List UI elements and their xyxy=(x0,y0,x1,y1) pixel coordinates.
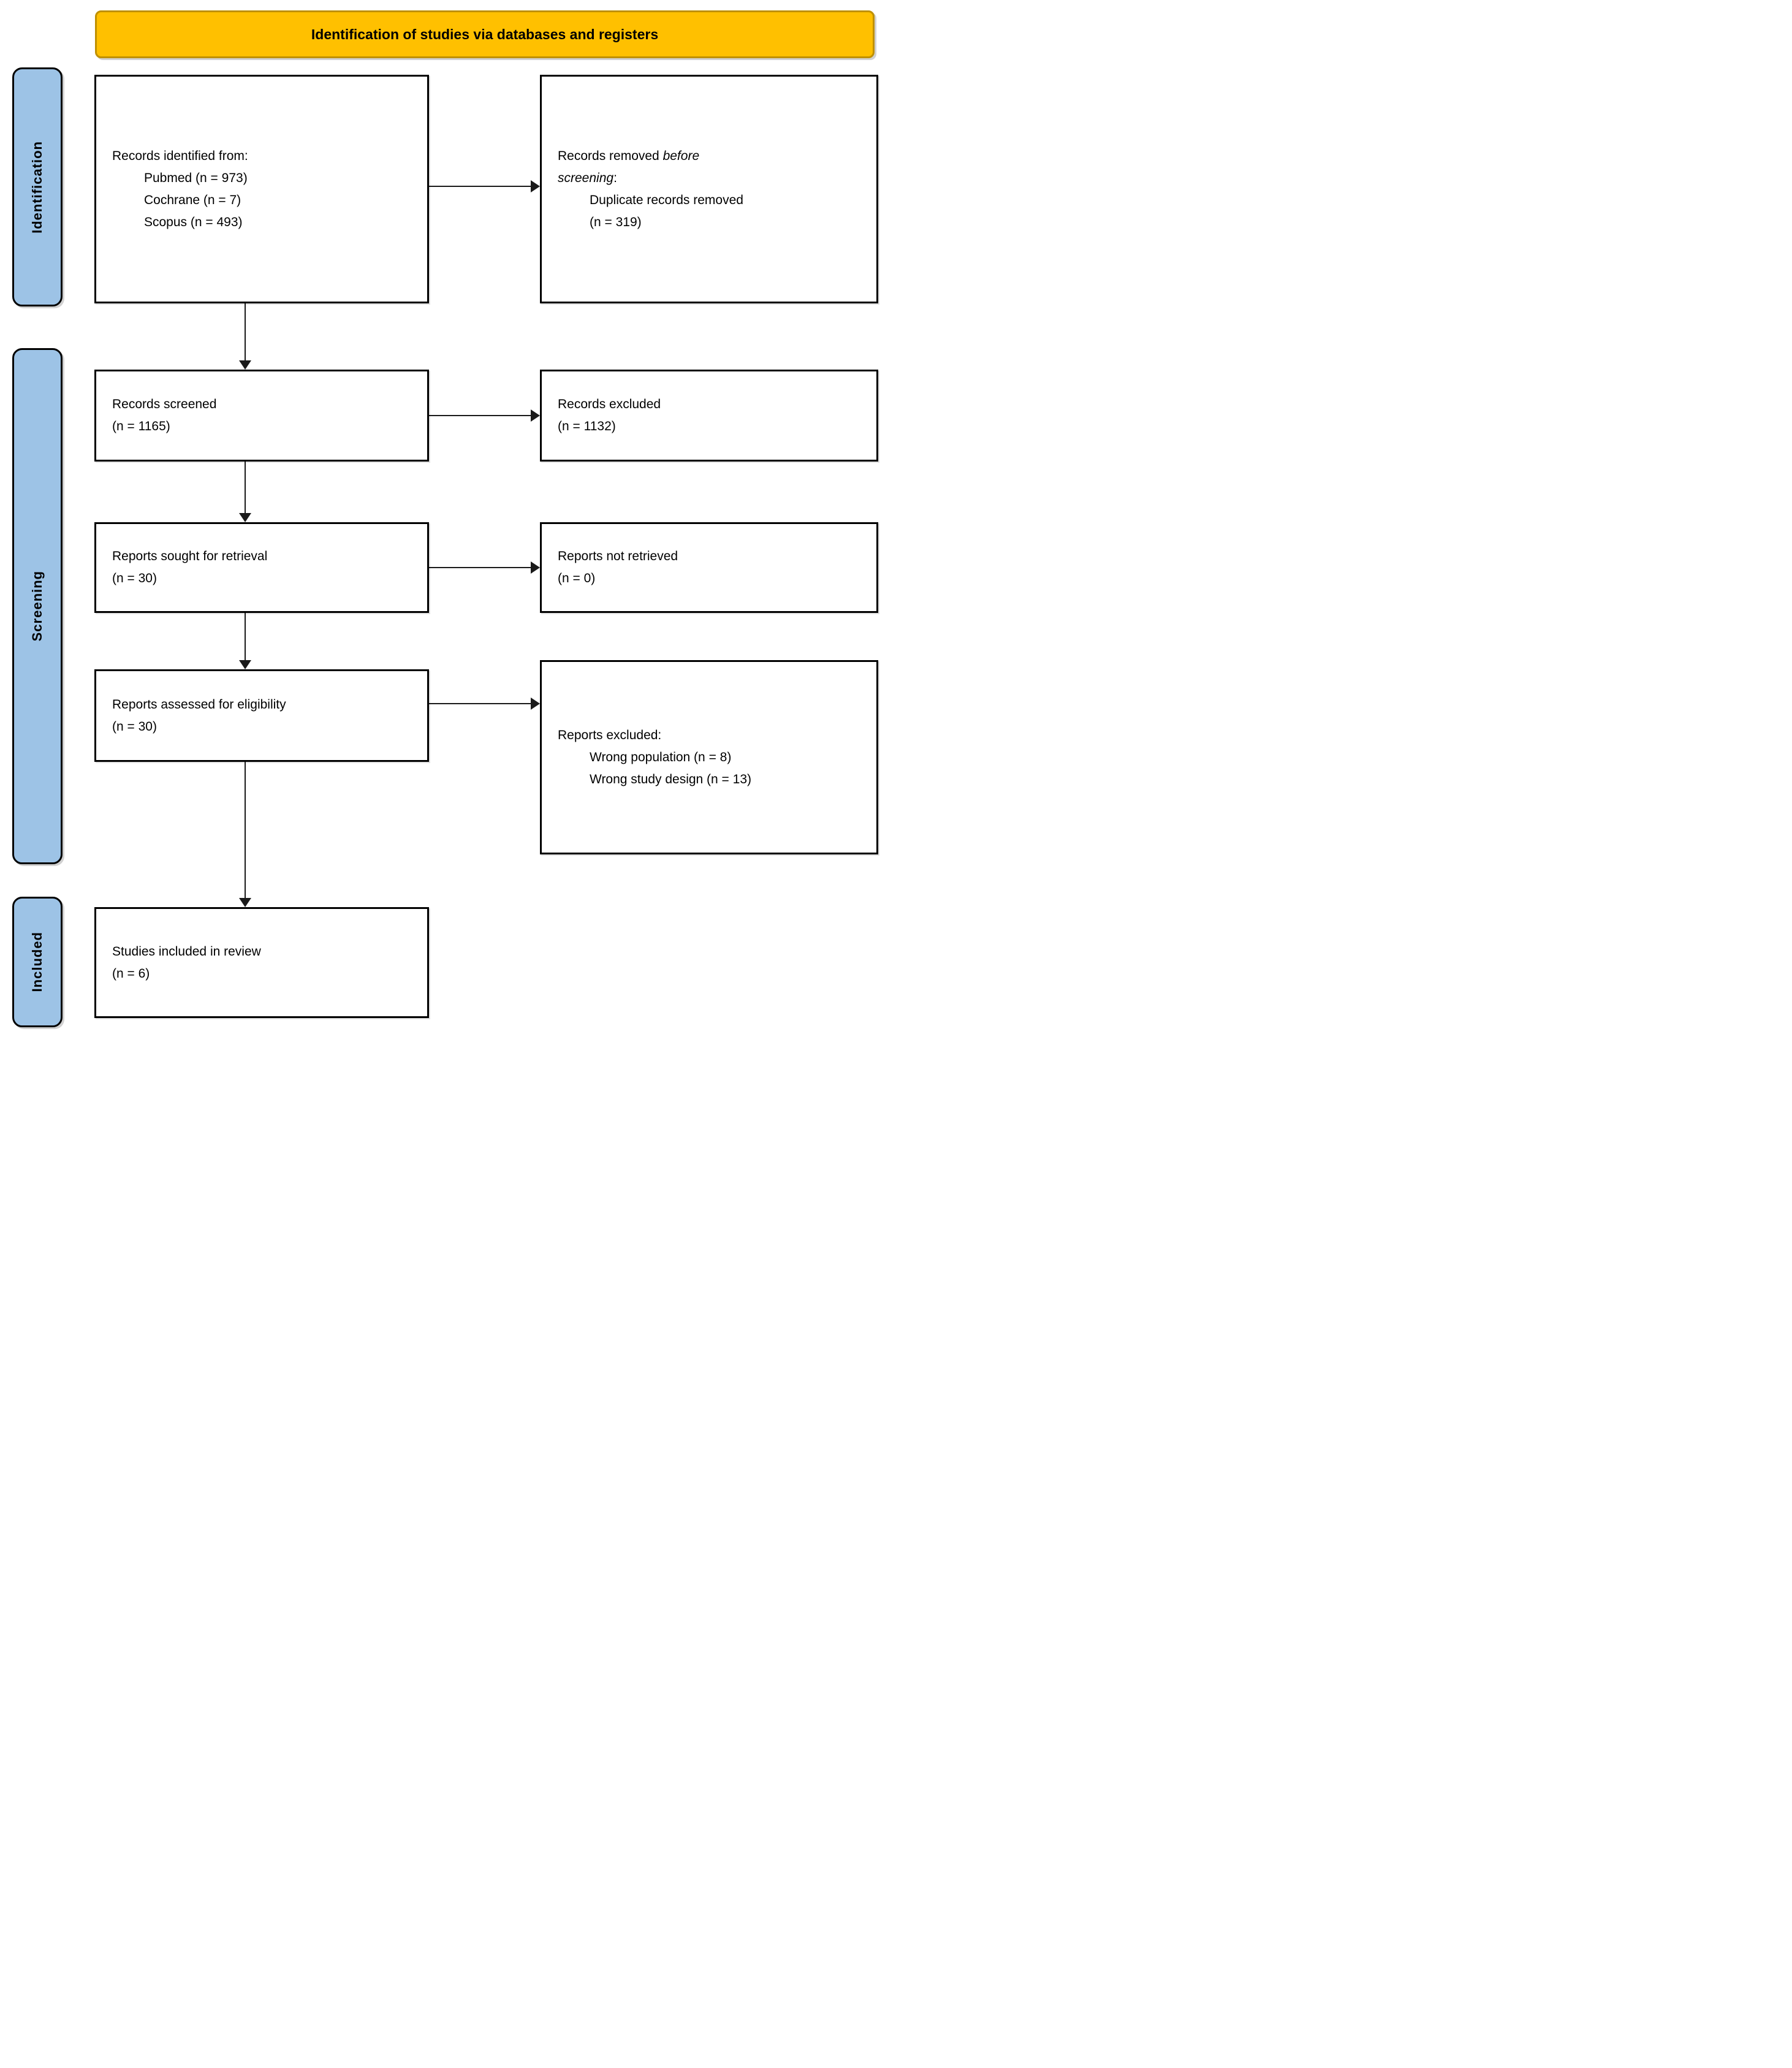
box-text-segment: Records excluded xyxy=(558,397,661,411)
box-text-line: Records identified from: xyxy=(112,145,416,167)
box-reports-not-retrieved: Reports not retrieved (n = 0) xyxy=(540,522,878,613)
box-text-segment: (n = 6) xyxy=(112,966,150,981)
box-reports-assessed-for-eligibility: Reports assessed for eligibility (n = 30) xyxy=(94,669,429,762)
box-text-line: (n = 30) xyxy=(112,568,416,590)
box-text-line: Reports assessed for eligibility xyxy=(112,694,416,716)
arrow-sought-to-assessed xyxy=(239,613,251,669)
box-records-excluded: Records excluded (n = 1132) xyxy=(540,370,878,462)
stage-tab-screening: Screening xyxy=(12,348,63,864)
box-text-line: (n = 6) xyxy=(112,963,416,985)
box-text-line: Records excluded xyxy=(558,393,865,416)
box-text-segment: (n = 319) xyxy=(590,215,642,229)
box-text-segment: (n = 30) xyxy=(112,571,157,585)
box-text-segment: Records identified from: xyxy=(112,148,248,163)
box-text-line: Wrong population (n = 8) xyxy=(558,747,865,769)
stage-tab-identification: Identification xyxy=(12,67,63,306)
stage-label-identification: Identification xyxy=(29,140,45,234)
box-text-segment: Records removed xyxy=(558,148,663,163)
box-text-segment: Wrong population (n = 8) xyxy=(590,750,732,764)
box-text-line: Reports excluded: xyxy=(558,724,865,747)
box-text-segment: (n = 30) xyxy=(112,719,157,734)
box-text-segment: (n = 0) xyxy=(558,571,596,585)
box-text-line: (n = 1132) xyxy=(558,416,865,438)
box-text-line: (n = 30) xyxy=(112,716,416,738)
box-text-segment-italic: screening xyxy=(558,170,614,185)
box-text-line: Reports not retrieved xyxy=(558,546,865,568)
box-text-segment: Reports sought for retrieval xyxy=(112,549,268,563)
arrow-assessed-to-reports-excluded xyxy=(429,698,540,710)
diagram-title-banner: Identification of studies via databases … xyxy=(95,10,875,58)
box-text-segment: : xyxy=(613,170,617,185)
box-text-line: Wrong study design (n = 13) xyxy=(558,769,865,791)
arrow-sought-to-not-retrieved xyxy=(429,561,540,574)
box-text-segment: Reports excluded: xyxy=(558,728,662,742)
box-reports-excluded: Reports excluded: Wrong population (n = 8… xyxy=(540,660,878,854)
box-text-line: Records removed before xyxy=(558,145,865,167)
arrow-identified-to-removed xyxy=(429,180,540,192)
box-text-segment: (n = 1165) xyxy=(112,419,170,433)
box-text-segment: Studies included in review xyxy=(112,944,261,959)
box-records-screened: Records screened (n = 1165) xyxy=(94,370,429,462)
box-text-segment: (n = 1132) xyxy=(558,419,616,433)
box-text-line: Pubmed (n = 973) xyxy=(112,167,416,189)
box-text-segment: Duplicate records removed xyxy=(590,192,743,207)
box-text-segment: Reports not retrieved xyxy=(558,549,678,563)
box-text-line: (n = 319) xyxy=(558,211,865,234)
stage-label-screening: Screening xyxy=(29,571,45,642)
box-text-line: Records screened xyxy=(112,393,416,416)
box-text-segment: Wrong study design (n = 13) xyxy=(590,772,752,786)
box-text-line: Cochrane (n = 7) xyxy=(112,189,416,211)
stage-label-included: Included xyxy=(29,932,45,992)
arrow-screened-to-excluded xyxy=(429,409,540,422)
box-studies-included-in-review: Studies included in review (n = 6) xyxy=(94,907,429,1018)
box-reports-sought-for-retrieval: Reports sought for retrieval (n = 30) xyxy=(94,522,429,613)
box-text-line: (n = 1165) xyxy=(112,416,416,438)
box-text-segment-italic: before xyxy=(663,148,700,163)
box-text-line: Duplicate records removed xyxy=(558,189,865,211)
box-text-segment: Cochrane (n = 7) xyxy=(144,192,241,207)
box-text-line: screening: xyxy=(558,167,865,189)
box-text-line: (n = 0) xyxy=(558,568,865,590)
box-text-segment: Records screened xyxy=(112,397,217,411)
box-text-line: Studies included in review xyxy=(112,941,416,963)
arrow-assessed-to-included xyxy=(239,762,251,907)
diagram-title: Identification of studies via databases … xyxy=(311,26,659,42)
box-records-identified: Records identified from: Pubmed (n = 973)… xyxy=(94,75,429,303)
arrow-identified-to-screened xyxy=(239,303,251,370)
stage-tab-included: Included xyxy=(12,897,63,1027)
box-text-segment: Reports assessed for eligibility xyxy=(112,697,286,712)
box-text-segment: Pubmed (n = 973) xyxy=(144,170,248,185)
box-text-segment: Scopus (n = 493) xyxy=(144,215,243,229)
arrow-screened-to-sought xyxy=(239,462,251,522)
box-text-line: Reports sought for retrieval xyxy=(112,546,416,568)
box-text-line: Scopus (n = 493) xyxy=(112,211,416,234)
prisma-flow-diagram: Identification of studies via databases … xyxy=(0,0,896,1034)
